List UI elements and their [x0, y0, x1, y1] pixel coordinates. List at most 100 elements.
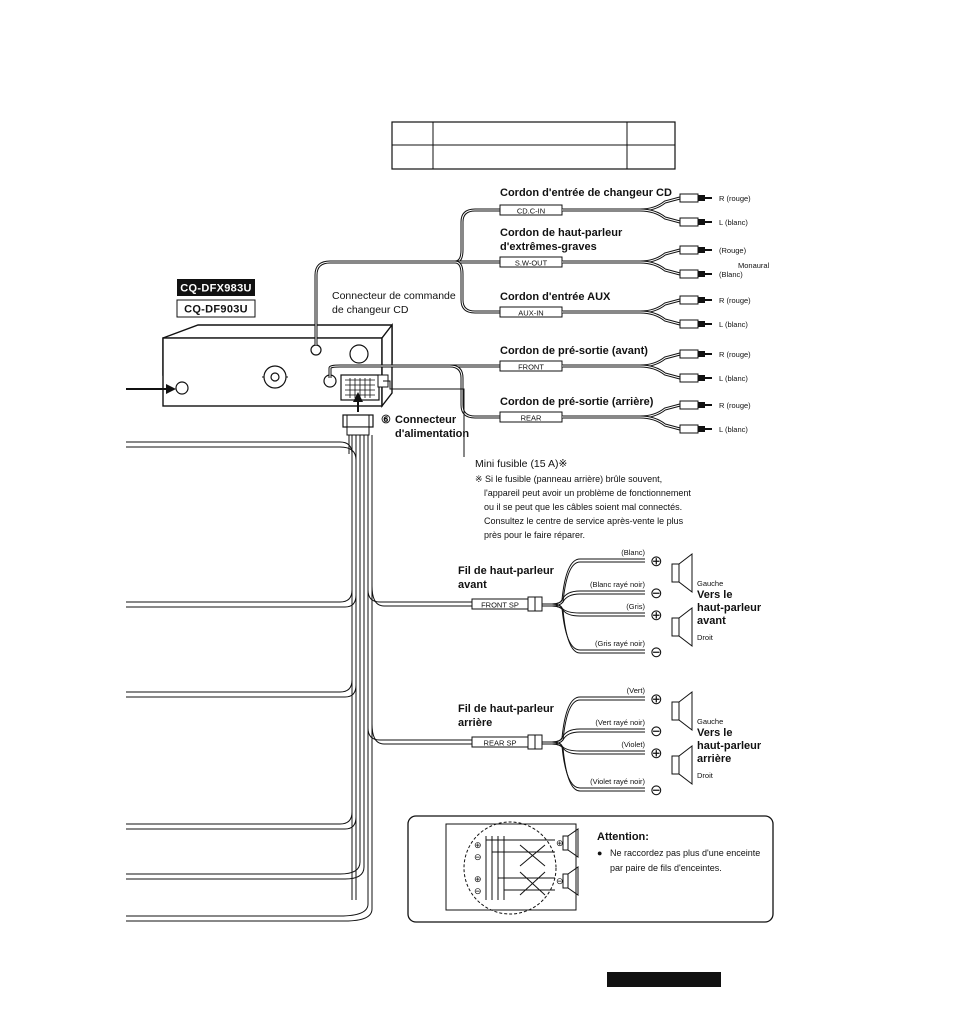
polarity-sign: ⊕ — [650, 691, 663, 708]
svg-text:※ Si le fusible (panneau arriè: ※ Si le fusible (panneau arrière) brûle … — [475, 474, 662, 484]
rca-plug: (Rouge) — [679, 245, 747, 255]
cord-extra-label: Monaural — [738, 261, 770, 270]
attention-bullet: ● — [597, 848, 602, 858]
attention-text: par paire de fils d'enceintes. — [610, 863, 722, 873]
svg-text:d'alimentation: d'alimentation — [395, 428, 469, 440]
plug-label: (Blanc) — [719, 270, 743, 279]
speaker-destination: haut-parleur — [697, 740, 762, 752]
rca-cord: Cordon d'entrée de changeur CD CD.C-IN R (… — [499, 187, 751, 227]
attention-speaker-icons — [562, 828, 579, 896]
rca-plug: R (rouge) — [679, 400, 751, 410]
speaker-destination: Vers le — [697, 727, 732, 739]
svg-text:Connecteur: Connecteur — [395, 414, 457, 426]
rca-plug: R (rouge) — [679, 349, 751, 359]
speaker-side-label: Droit — [697, 771, 714, 780]
attention-glyph: ⊖ — [474, 886, 482, 896]
wire-label: (Gris rayé noir) — [595, 639, 646, 648]
power-connector-label: ⑥ Connecteur d'alimentation — [381, 414, 469, 440]
plug-label: L (blanc) — [719, 374, 748, 383]
polarity-sign: ⊖ — [650, 644, 663, 661]
power-harness — [126, 392, 472, 922]
fuse-callout: Mini fusible (15 A)※ ※ Si le fusible (pa… — [383, 380, 691, 540]
svg-text:de changeur CD: de changeur CD — [332, 304, 409, 316]
rca-plug: L (blanc) — [679, 373, 748, 383]
polarity-sign: ⊖ — [650, 585, 663, 602]
svg-text:Connecteur de commande: Connecteur de commande — [332, 290, 456, 302]
cord-title: d'extrêmes-graves — [500, 241, 597, 253]
svg-text:ou il se peut que les câbles s: ou il se peut que les câbles soient mal … — [484, 502, 682, 512]
rca-cord: Cordon d'entrée AUX AUX-IN R (rouge) L (bla… — [499, 291, 751, 329]
attention-glyph: ⊕ — [474, 840, 482, 850]
rca-plug: R (rouge) — [679, 295, 751, 305]
attention-glyph: ⊖ — [556, 876, 564, 886]
rca-plug: L (blanc) — [679, 217, 748, 227]
rca-cords: Cordon d'entrée de changeur CD CD.C-IN R (… — [499, 187, 770, 434]
plug-label: L (blanc) — [719, 425, 748, 434]
svg-text:près pour le faire réparer.: près pour le faire réparer. — [484, 530, 585, 540]
attention-glyph: ⊕ — [474, 874, 482, 884]
head-unit — [162, 322, 393, 409]
rca-plug: L (blanc) — [679, 424, 748, 434]
speaker-side-label: Gauche — [697, 717, 723, 726]
cord-tag: CD.C-IN — [517, 207, 545, 216]
cord-tag: AUX-IN — [518, 309, 543, 318]
attention-glyph: ⊖ — [474, 852, 482, 862]
cord-title: Cordon de pré-sortie (arrière) — [500, 396, 654, 408]
speaker-group-title: avant — [458, 579, 487, 591]
cord-tag: S.W-OUT — [515, 259, 548, 268]
svg-text:l'appareil peut avoir un probl: l'appareil peut avoir un problème de fon… — [484, 488, 691, 498]
changer-connector-label: Connecteur de commande de changeur CD — [332, 290, 456, 316]
plug-label: R (rouge) — [719, 350, 751, 359]
polarity-sign: ⊕ — [650, 745, 663, 762]
polarity-sign: ⊖ — [650, 782, 663, 799]
cord-title: Cordon de pré-sortie (avant) — [500, 345, 648, 357]
wire-label: (Vert) — [627, 686, 646, 695]
svg-text:⑥: ⑥ — [381, 414, 391, 426]
rca-cord: Cordon de pré-sortie (arrière) REAR R (rou… — [499, 396, 751, 434]
footer-bar — [607, 972, 721, 987]
attention-title: Attention: — [597, 831, 649, 843]
plug-label: L (blanc) — [719, 320, 748, 329]
speaker-icon: Gauche — [671, 552, 723, 594]
cord-title: Cordon d'entrée de changeur CD — [500, 187, 672, 199]
plug-label: (Rouge) — [719, 246, 747, 255]
model-badge-primary: CQ-DFX983U — [177, 279, 255, 296]
polarity-sign: ⊕ — [650, 607, 663, 624]
polarity-sign: ⊕ — [650, 553, 663, 570]
speaker-destination: haut-parleur — [697, 602, 762, 614]
plug-label: L (blanc) — [719, 218, 748, 227]
polarity-sign: ⊖ — [650, 723, 663, 740]
speaker-tag: FRONT SP — [481, 601, 519, 610]
plug-label: R (rouge) — [719, 296, 751, 305]
svg-text:Mini fusible (15 A)※: Mini fusible (15 A)※ — [475, 458, 567, 470]
speaker-group-title: arrière — [458, 717, 492, 729]
attention-box: ⊕ ⊖ ⊕ ⊖ ⊕ ⊖ Attention: ● Ne raccordez pa… — [407, 815, 774, 923]
wire-label: (Gris) — [626, 602, 645, 611]
svg-text:CQ-DFX983U: CQ-DFX983U — [180, 283, 251, 295]
speaker-destination: avant — [697, 615, 726, 627]
cord-tag: REAR — [521, 414, 542, 423]
speaker-tag: REAR SP — [484, 739, 517, 748]
antenna-arrow — [126, 384, 176, 394]
plug-label: R (rouge) — [719, 401, 751, 410]
wire-label: (Blanc rayé noir) — [590, 580, 646, 589]
cord-title: Cordon d'entrée AUX — [500, 291, 611, 303]
attention-glyph: ⊕ — [556, 838, 564, 848]
wire-label: (Violet) — [621, 740, 645, 749]
rca-trunk — [314, 208, 500, 419]
wire-label: (Violet rayé noir) — [590, 777, 645, 786]
model-badge-secondary: CQ-DF903U — [176, 299, 256, 318]
speaker-group-title: Fil de haut-parleur — [458, 565, 555, 577]
speaker-side-label: Droit — [697, 633, 714, 642]
rca-plug: (Blanc) — [679, 269, 743, 279]
speaker-icon: Droit — [671, 744, 714, 786]
speaker-destination: Vers le — [697, 589, 732, 601]
speaker-icon: Gauche — [671, 690, 723, 732]
plug-label: R (rouge) — [719, 194, 751, 203]
rca-plug: R (rouge) — [679, 193, 751, 203]
